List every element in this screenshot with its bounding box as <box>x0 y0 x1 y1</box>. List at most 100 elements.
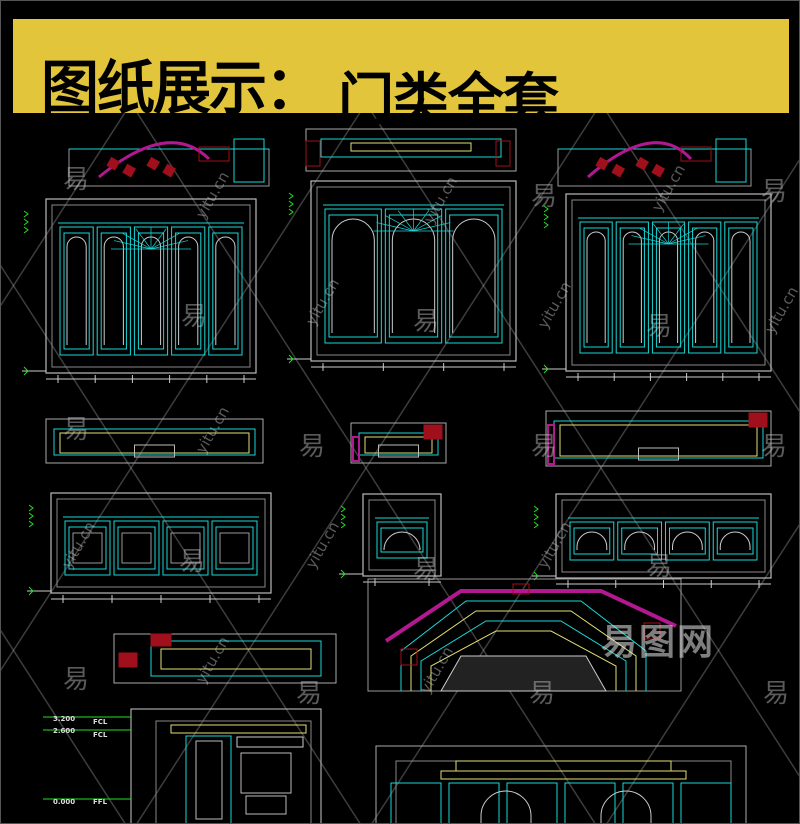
cad-rect <box>715 138 747 183</box>
level-marker-icon <box>28 586 34 596</box>
cad-line <box>668 228 697 245</box>
cad-rect <box>212 232 239 350</box>
cad-line <box>150 228 167 250</box>
level-marker-icon <box>340 521 346 529</box>
cad-rect <box>390 782 442 823</box>
cad-rect <box>208 226 243 356</box>
wall-block <box>595 156 610 171</box>
arc-wall <box>384 589 677 643</box>
level-marker-icon <box>288 208 294 216</box>
cad-rect <box>545 410 772 467</box>
cad-rect <box>376 521 428 559</box>
level-marker-icon <box>340 569 346 579</box>
cad-rect <box>445 208 503 344</box>
cad-line <box>136 110 597 823</box>
cad-rect <box>555 493 772 579</box>
cad-rect <box>328 214 378 338</box>
watermark-char: 易 <box>181 302 208 332</box>
watermark-char: 易 <box>763 679 790 709</box>
cad-rect <box>195 740 223 820</box>
cad-rect <box>495 140 511 167</box>
level-marker-icon <box>288 354 294 364</box>
level-marker-icon <box>288 192 294 200</box>
cad-rect <box>236 736 304 748</box>
watermark-char: 易 <box>761 177 788 207</box>
cad-line <box>606 524 799 823</box>
arch-door <box>331 218 375 333</box>
cad-rect <box>215 526 254 570</box>
cad-rect <box>375 745 747 823</box>
cad-rect <box>137 232 165 350</box>
cad-rect <box>512 583 530 595</box>
cad-rect <box>368 499 436 571</box>
level-marker-icon <box>288 200 294 208</box>
cad-rect <box>96 226 131 356</box>
level-marker-icon <box>23 366 29 376</box>
cad-line <box>1 110 127 307</box>
cad-rect <box>400 648 418 666</box>
cad-line <box>135 110 596 823</box>
cad-rect <box>45 418 264 464</box>
cad-rect <box>63 232 90 350</box>
cad-rect <box>352 436 360 462</box>
cad-line <box>1 110 362 672</box>
watermark-char: 易 <box>646 312 673 342</box>
cad-rect <box>680 782 732 823</box>
cad-rect <box>59 432 250 454</box>
cad-rect <box>440 770 687 780</box>
cad-line <box>1 264 361 823</box>
cad-rect <box>622 782 674 823</box>
cad-line <box>150 233 180 250</box>
watermark-char: 易 <box>179 547 206 577</box>
cad-rect <box>364 436 433 454</box>
watermark-char: 易 <box>531 182 558 212</box>
arch-door <box>480 790 532 823</box>
ceiling-outline <box>410 610 637 691</box>
cad-line <box>652 223 669 245</box>
cad-line <box>631 235 669 245</box>
watermark-char: 易 <box>761 432 788 462</box>
cad-rect <box>155 720 312 823</box>
cad-rect <box>72 532 103 564</box>
cad-rect <box>716 527 754 555</box>
cad-rect <box>68 526 107 570</box>
cad-rect <box>117 526 156 570</box>
wall-block <box>423 424 443 440</box>
arch-door <box>624 531 655 550</box>
cad-rect <box>350 422 447 464</box>
level-value: 3.200 <box>53 715 76 723</box>
cad-rect <box>211 520 258 576</box>
level-marker-icon <box>23 210 29 218</box>
cad-rect <box>59 226 94 356</box>
cad-line <box>605 110 799 412</box>
cad-rect <box>569 521 615 561</box>
cad-rect <box>728 227 754 348</box>
cad-rect <box>320 138 502 158</box>
cad-rect <box>712 521 758 561</box>
banner-subtitle: 门类全套 <box>338 68 559 133</box>
cad-rect <box>170 724 307 734</box>
cad-rect <box>53 428 256 456</box>
cad-rect <box>362 493 442 577</box>
cad-rect <box>724 221 758 354</box>
watermark-char: 易 <box>63 665 90 695</box>
cad-line <box>113 240 152 250</box>
cad-rect <box>621 527 658 555</box>
cad-rect <box>50 492 272 594</box>
wall-block <box>150 633 172 647</box>
cad-rect <box>380 527 424 553</box>
level-marker-icon <box>533 521 539 529</box>
cad-rect <box>185 735 232 823</box>
cad-line <box>413 222 451 232</box>
wall-block <box>651 163 666 178</box>
cad-line <box>150 240 189 250</box>
wall-block <box>611 163 626 178</box>
cad-rect <box>175 232 202 350</box>
watermark-char: 易 <box>413 555 440 585</box>
cad-rect <box>506 782 558 823</box>
cad-rect <box>559 424 758 457</box>
cad-rect <box>571 199 766 366</box>
level-value: 2.600 <box>53 727 76 735</box>
cad-rect <box>100 232 127 350</box>
